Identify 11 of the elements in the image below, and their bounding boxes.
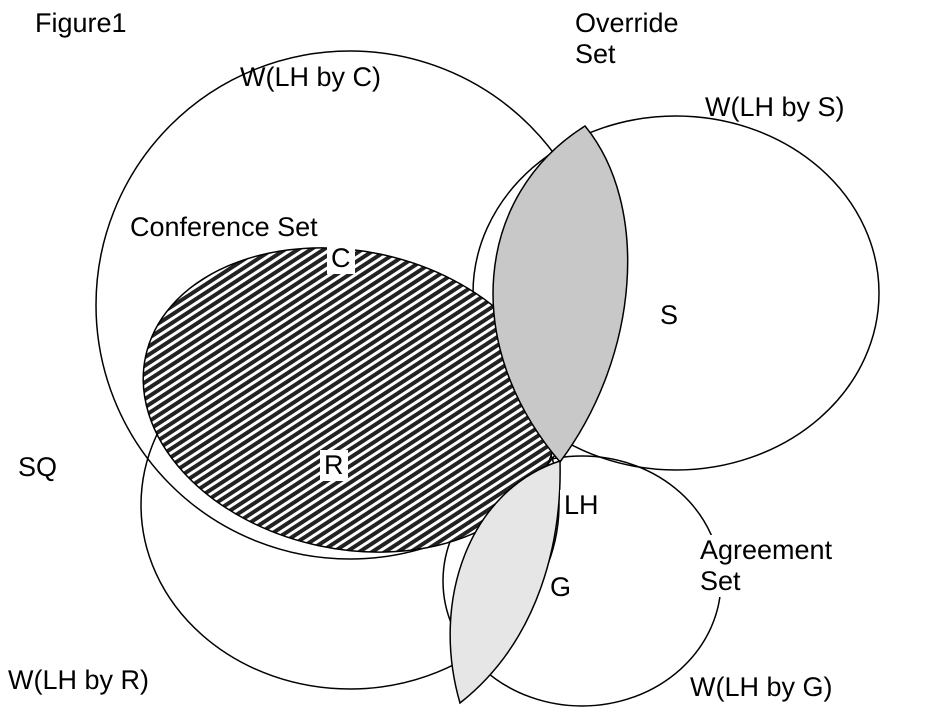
set-label: W(LH by C) (240, 62, 381, 93)
point-label: S (660, 300, 678, 331)
set-label: W(LH by S) (705, 92, 845, 123)
figure-title: Figure1 (35, 8, 127, 39)
point-label: R (320, 450, 348, 481)
point-label: SQ (18, 452, 58, 483)
point-label: G (550, 572, 572, 603)
set-label: W(LH by G) (690, 672, 833, 703)
set-label: Override Set (575, 8, 680, 70)
set-label: Conference Set (130, 212, 319, 243)
set-label: W(LH by R) (8, 665, 149, 696)
